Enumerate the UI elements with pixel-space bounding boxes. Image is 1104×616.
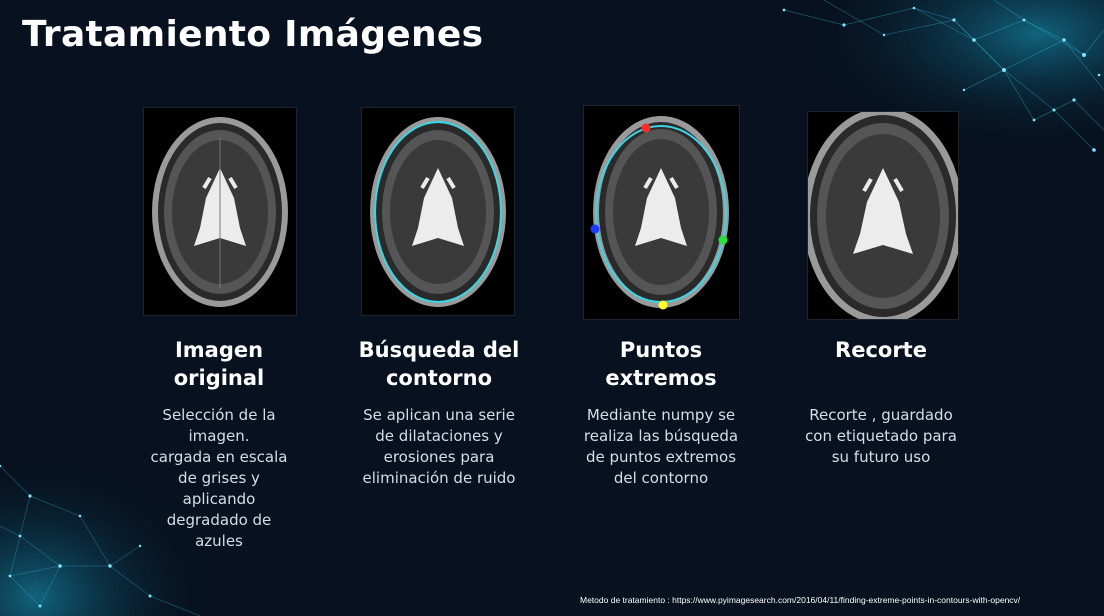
step-title-line: Imagen [174,338,264,362]
step-title-contour: Búsqueda del contorno [329,336,549,392]
mri-extreme-points-image [583,105,740,320]
desc-line: de puntos extremos [585,448,737,466]
desc-line: eliminación de ruido [362,469,516,487]
step-title-original: Imagen original [109,336,329,392]
extreme-point-right [718,235,728,245]
mri-contour-image [361,107,515,316]
step-title-extreme-points: Puntos extremos [551,336,771,392]
desc-line: azules [195,532,243,550]
step-title-cropped: Recorte [771,336,991,364]
network-decoration-bottom-left [0,426,240,616]
desc-line: imagen. [188,427,250,445]
extreme-point-top [641,123,651,133]
desc-line: erosiones para [383,448,495,466]
desc-line: cargada en escala [150,448,288,466]
desc-line: de grises y [178,469,260,487]
step-desc-contour: Se aplican una serie de dilataciones y e… [344,405,534,489]
desc-line: de dilataciones y [375,427,503,445]
desc-line: del contorno [613,469,709,487]
mri-original-image [143,107,297,316]
desc-line: Se aplican una serie [363,406,515,424]
desc-line: realiza las búsqueda [583,427,739,445]
desc-line: con etiquetado para [805,427,957,445]
extreme-point-left [590,224,600,234]
step-title-line: Recorte [835,338,927,362]
mri-cropped-image [807,111,959,320]
extreme-point-bottom [658,300,668,310]
desc-line: aplicando [182,490,256,508]
desc-line: Selección de la [162,406,276,424]
step-title-line: Búsqueda del [358,338,520,362]
step-title-line: original [173,366,265,390]
footer-source-link[interactable]: Metodo de tratamiento : https://www.pyim… [580,595,1021,605]
step-title-line: Puntos [619,338,703,362]
step-title-line: contorno [385,366,493,390]
step-desc-cropped: Recorte , guardado con etiquetado para s… [786,405,976,468]
desc-line: Recorte , guardado [809,406,953,424]
desc-line: degradado de [166,511,272,529]
step-desc-extreme-points: Mediante numpy se realiza las búsqueda d… [566,405,756,489]
step-desc-original: Selección de la imagen. cargada en escal… [124,405,314,552]
desc-line: su futuro uso [831,448,931,466]
slide-title: Tratamiento Imágenes [22,14,484,55]
step-title-line: extremos [605,366,717,390]
desc-line: Mediante numpy se [586,406,736,424]
